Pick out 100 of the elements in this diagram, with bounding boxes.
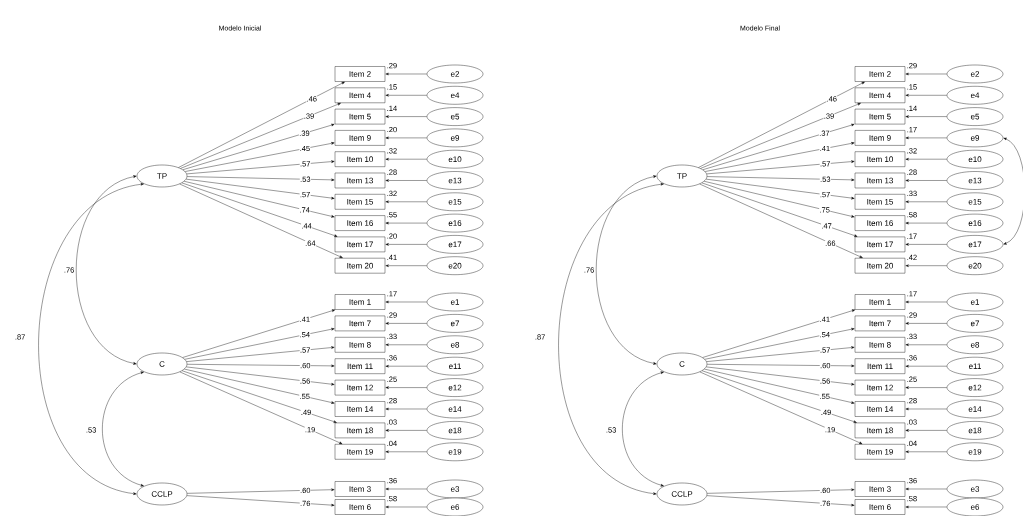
path-arrow (186, 160, 335, 175)
path-arrow (182, 309, 336, 358)
path-arrow (186, 488, 335, 494)
error-arrow (385, 343, 427, 347)
path-arrow (702, 309, 856, 358)
item-box: Item 20 (854, 258, 906, 274)
path-arrow (707, 364, 855, 368)
error-arrow (385, 94, 427, 97)
error-arrow (905, 429, 947, 432)
error-arrow (385, 221, 427, 225)
error-arrow (905, 179, 947, 182)
error-arrow (385, 179, 427, 182)
path-arrow (184, 181, 335, 218)
path-arrow (706, 346, 855, 362)
error-arrow (905, 322, 947, 325)
item-box: Item 17 (334, 236, 386, 253)
item-box: Item 10 (334, 151, 386, 167)
item-box: Item 15 (854, 194, 906, 210)
item-box: Item 16 (334, 215, 386, 231)
error-arrow (385, 429, 427, 432)
path-arrow (186, 366, 335, 386)
path-arrow (701, 182, 858, 237)
item-box: Item 4 (334, 87, 386, 103)
item-box: Item 7 (854, 315, 906, 332)
item-box: Item 11 (854, 358, 906, 374)
item-box: Item 19 (854, 444, 906, 460)
covariance-arc (595, 175, 657, 365)
path-arrow (706, 495, 855, 507)
path-arrow (181, 182, 338, 237)
error-arrow (905, 243, 947, 246)
error-arrow (905, 407, 947, 411)
error-arrow (905, 221, 947, 225)
path-arrow (179, 371, 343, 445)
item-box: Item 18 (854, 422, 906, 439)
error-arrow (905, 200, 947, 204)
error-arrow (905, 94, 947, 97)
item-box: Item 12 (334, 379, 386, 396)
item-box: Item 6 (854, 499, 906, 515)
path-arrow (186, 495, 335, 507)
error-arrow (905, 72, 947, 76)
path-arrow (704, 328, 855, 360)
error-arrow (385, 72, 427, 76)
item-box: Item 6 (334, 499, 386, 515)
path-arrow (706, 488, 855, 494)
error-arrow (905, 487, 947, 491)
error-arrow (385, 136, 427, 140)
error-arrow (385, 157, 427, 161)
error-arrow (385, 264, 427, 267)
error-arrow (385, 200, 427, 204)
path-arrow (705, 178, 855, 200)
error-arrow (385, 505, 427, 509)
item-box: Item 1 (334, 294, 386, 310)
node-label: e6 (970, 504, 980, 510)
path-arrow (184, 142, 335, 172)
error-arrow (385, 322, 427, 325)
item-box: Item 13 (854, 172, 906, 189)
covariance-arc (622, 371, 664, 487)
covariance-arc (38, 183, 144, 495)
error-arrow (385, 243, 427, 246)
item-box: Item 19 (334, 444, 386, 460)
item-box: Item 16 (854, 215, 906, 231)
item-box: Item 14 (854, 401, 906, 417)
item-box: Item 5 (854, 108, 906, 125)
error-arrow (385, 364, 427, 368)
error-arrow (905, 136, 947, 140)
item-box: Item 14 (334, 401, 386, 417)
item-box: Item 18 (334, 422, 386, 439)
item-box: Item 2 (854, 66, 906, 82)
error-arrow (905, 364, 947, 368)
error-arrow (905, 264, 947, 267)
item-box: Item 10 (854, 151, 906, 167)
covariance-arc (76, 175, 137, 365)
path-arrow (706, 366, 855, 386)
error-arrow (905, 450, 947, 454)
path-arrow (702, 123, 855, 170)
item-box: Item 5 (334, 108, 386, 125)
path-arrow (186, 346, 335, 362)
item-box: Item 13 (334, 172, 386, 189)
path-arrow (706, 160, 855, 175)
path-arrow (182, 123, 335, 170)
item-box: Item 12 (854, 379, 906, 396)
path-arrow (701, 370, 857, 423)
item-box: Item 8 (334, 337, 386, 353)
item-box: Item 3 (854, 481, 906, 497)
error-arrow (385, 487, 427, 491)
path-arrow (187, 176, 335, 182)
error-arrow (905, 115, 947, 118)
path-arrow (704, 142, 855, 172)
item-box: Item 7 (334, 315, 386, 332)
path-arrow (184, 328, 335, 360)
item-box: Item 9 (334, 130, 386, 146)
item-box: Item 20 (334, 258, 386, 274)
item-box: Item 9 (854, 130, 906, 146)
covariance-arc (558, 183, 664, 495)
path-arrow (704, 181, 855, 218)
path-arrow (180, 103, 341, 169)
path-arrow (699, 371, 863, 445)
error-arrow (385, 300, 427, 304)
error-arrow (385, 450, 427, 454)
error-arrow (385, 407, 427, 411)
